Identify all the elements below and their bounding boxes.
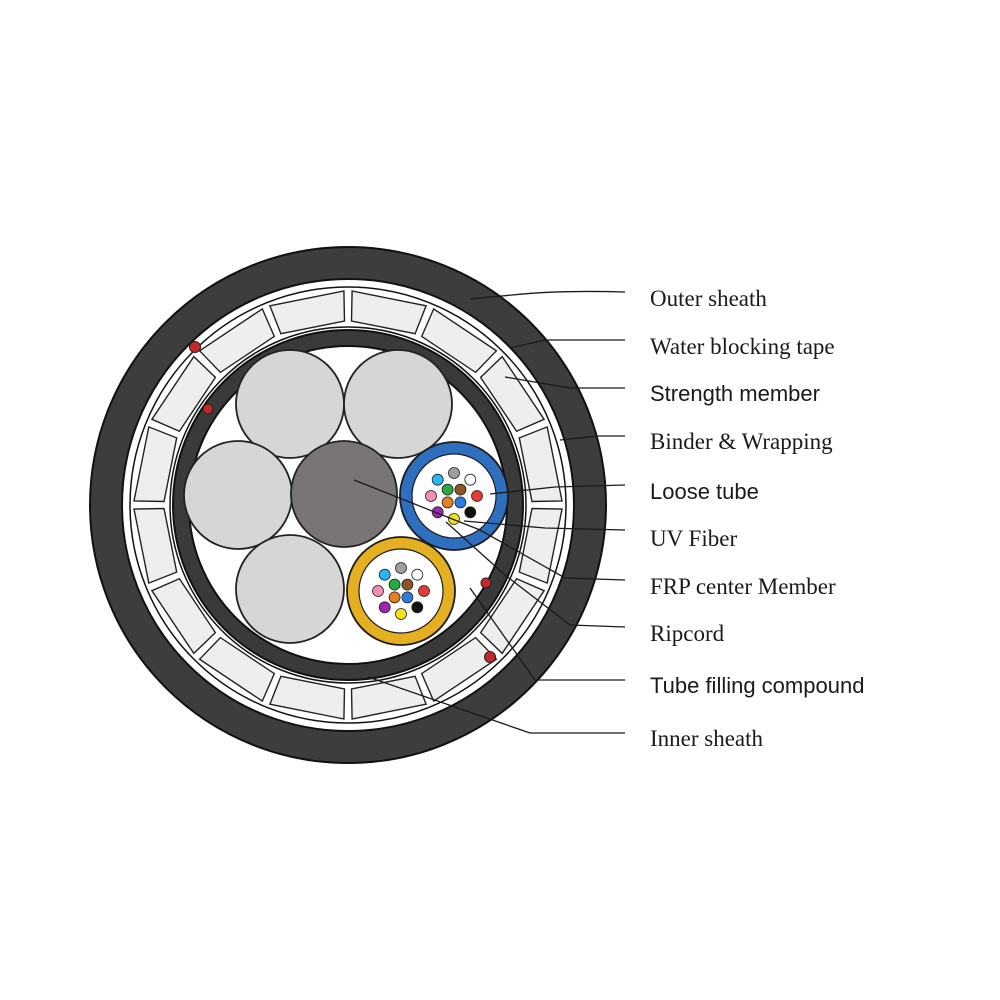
optical-fiber — [464, 506, 477, 519]
leader-binder-wrapping — [559, 435, 625, 441]
label-ripcord: Ripcord — [650, 621, 725, 646]
optical-fiber — [411, 568, 424, 581]
optical-fiber — [431, 473, 444, 486]
leader-water-blocking-tape — [509, 339, 625, 349]
strength-member-segment — [150, 355, 217, 433]
strength-member-segment — [268, 290, 346, 335]
optical-fiber — [372, 585, 384, 597]
strength-member-segment — [198, 307, 276, 374]
loose-tube-blue-bore — [411, 453, 497, 539]
loose-tube-yellow-bore — [358, 548, 444, 634]
label-loose-tube: Loose tube — [650, 479, 759, 504]
strength-member-segment — [268, 675, 346, 720]
ripcord — [484, 651, 496, 663]
fiber-bundle-blue — [425, 467, 483, 525]
label-tube-filling-compound: Tube filling compound — [650, 673, 864, 698]
optical-fiber — [471, 490, 483, 502]
optical-fiber — [411, 601, 424, 614]
strength-member-segment — [198, 636, 276, 703]
label-inner-sheath: Inner sheath — [650, 726, 764, 751]
leader-ripcord — [445, 521, 626, 628]
optical-fiber — [454, 496, 467, 509]
optical-fiber — [378, 568, 391, 581]
strength-member-segment — [350, 290, 428, 335]
optical-fiber — [401, 591, 414, 604]
optical-fiber — [448, 467, 460, 479]
ripcord — [189, 341, 201, 353]
frp-center-member — [290, 440, 398, 548]
label-binder-wrapping: Binder & Wrapping — [650, 429, 833, 454]
label-strength-member: Strength member — [650, 381, 820, 406]
label-outer-sheath: Outer sheath — [650, 286, 767, 311]
optical-fiber — [425, 490, 437, 502]
filler-rod — [343, 349, 453, 459]
label-frp-center-member: FRP center Member — [650, 574, 836, 599]
optical-fiber — [454, 483, 467, 496]
optical-fiber — [395, 608, 407, 620]
optical-fiber — [388, 578, 401, 591]
optical-fiber — [441, 483, 454, 496]
leader-lines — [353, 290, 626, 734]
ripcord — [480, 577, 492, 589]
water-blocking-tape-inner-line — [129, 286, 567, 724]
optical-fiber — [378, 601, 391, 614]
strength-member-segment — [518, 425, 563, 503]
optical-fiber — [431, 506, 444, 519]
ripcord — [202, 403, 214, 415]
fiber-bundle-yellow — [372, 562, 430, 620]
label-water-blocking-tape: Water blocking tape — [650, 334, 835, 359]
leader-tube-filling-compound — [469, 587, 625, 681]
strength-member-segment — [150, 577, 217, 655]
strength-member-segment — [133, 425, 178, 503]
strength-member-segment — [479, 577, 546, 655]
leader-frp-center-member — [353, 479, 626, 581]
strength-member-segment — [479, 355, 546, 433]
optical-fiber — [395, 562, 407, 574]
leader-outer-sheath — [469, 290, 626, 300]
filler-rod — [235, 349, 345, 459]
leader-inner-sheath — [367, 676, 625, 734]
filler-rod — [183, 440, 293, 550]
binder-wrapping — [169, 326, 527, 684]
leader-loose-tube — [489, 484, 626, 495]
filler-rod — [235, 534, 345, 644]
strength-member-segment — [420, 307, 498, 374]
optical-fiber — [388, 591, 401, 604]
strength-member-segment — [133, 507, 178, 585]
leader-strength-member — [504, 376, 625, 389]
optical-fiber — [418, 585, 430, 597]
optical-fiber — [401, 578, 414, 591]
label-uv-fiber: UV Fiber — [650, 526, 737, 551]
leader-uv-fiber — [463, 520, 626, 531]
optical-fiber — [441, 496, 454, 509]
strength-member-segment — [420, 636, 498, 703]
optical-fiber — [464, 473, 477, 486]
strength-member-segment — [350, 675, 428, 720]
